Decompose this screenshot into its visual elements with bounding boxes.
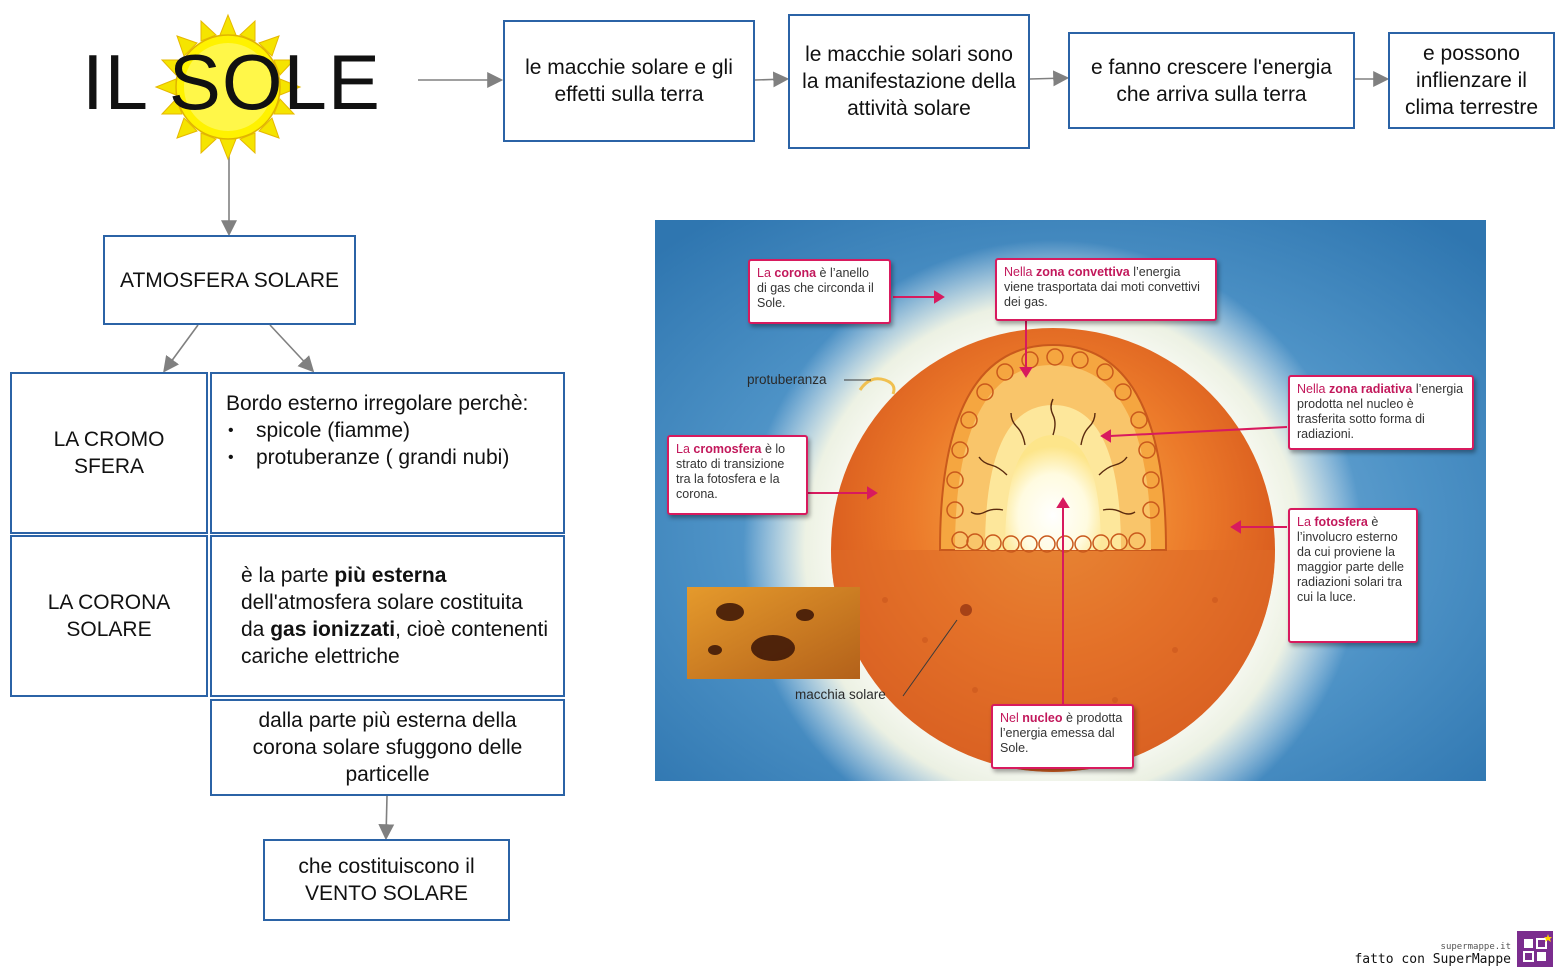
- footer-site: supermappe.it: [1440, 942, 1511, 952]
- callout-radiativa-post: l’energia prodotta nel nucleo è trasferi…: [1297, 382, 1464, 441]
- callout-cromosfera-post: è lo strato di transizione tra la fotosf…: [676, 442, 786, 501]
- footer-credit: fatto con SuperMappe: [1354, 952, 1511, 967]
- callout-cromosfera-bold: cromosfera: [693, 442, 762, 456]
- atmosfera-node[interactable]: ATMOSFERA SOLARE: [103, 235, 356, 325]
- bordo-bullets: spicole (fiamme) protuberanze ( grandi n…: [226, 417, 528, 471]
- corona-t1: è la parte: [241, 564, 335, 587]
- manifestazione-text: le macchie solari sono la manifestazione…: [802, 43, 1016, 120]
- manifestazione-node[interactable]: le macchie solari sono la manifestazione…: [788, 14, 1030, 149]
- bullet-spicole: spicole (fiamme): [226, 417, 528, 444]
- callout-fotosfera-pre: La: [1297, 515, 1315, 529]
- cromosfera-node[interactable]: LA CROMO SFERA: [10, 372, 208, 534]
- callout-convettiva: Nella zona convettiva l’energia viene tr…: [995, 258, 1217, 321]
- callout-nucleo: Nel nucleo è prodotta l’energia emessa d…: [991, 704, 1134, 769]
- callout-corona-post: è l’anello di gas che circonda il Sole.: [757, 266, 874, 310]
- callout-corona-bold: corona: [774, 266, 817, 280]
- arrow-manifestazione-to-energia: [1029, 70, 1070, 87]
- footer-branding[interactable]: supermappe.it fatto con SuperMappe: [1354, 931, 1553, 967]
- corona-t2: dell'atmosfera solare costituita da: [241, 591, 523, 641]
- supermappe-logo-icon: [1517, 931, 1553, 967]
- callout-convettiva-bold: zona convettiva: [1035, 265, 1130, 279]
- corona-b2: gas ionizzati: [270, 618, 396, 641]
- corona-label: LA CORONA SOLARE: [47, 591, 171, 641]
- clima-node[interactable]: e possono inflienzare il clima terrestre: [1388, 32, 1555, 129]
- bullet-protuberanze: protuberanze ( grandi nubi): [226, 444, 528, 471]
- callout-nucleo-pre: Nel: [1000, 711, 1023, 725]
- energia-node[interactable]: e fanno crescere l'energia che arriva su…: [1068, 32, 1355, 129]
- macchie-solari-text: le macchie solare e gli effetti sulla te…: [525, 56, 733, 106]
- bordo-esterno-node[interactable]: Bordo esterno irregolare perchè: spicole…: [210, 372, 565, 534]
- title-node[interactable]: IL SOLE: [60, 5, 410, 165]
- label-macchia-solare: macchia solare: [795, 687, 886, 702]
- callout-radiativa-pre: Nella: [1297, 382, 1329, 396]
- sun-structure-figure: protuberanza macchia solare La corona è …: [655, 220, 1486, 781]
- sun-icon: [154, 13, 302, 161]
- macchie-solari-node[interactable]: le macchie solare e gli effetti sulla te…: [503, 20, 755, 142]
- callout-cromosfera: La cromosfera è lo strato di transizione…: [667, 435, 808, 515]
- clima-text: e possono inflienzare il clima terrestre: [1404, 42, 1539, 119]
- arrow-particelle-to-vento: [378, 795, 395, 841]
- page-title: IL SOLE: [82, 38, 381, 126]
- arrow-atmosfera-to-cromosfera: [163, 324, 199, 373]
- corona-description-node[interactable]: è la parte più esterna dell'atmosfera so…: [210, 535, 565, 697]
- vento-solare-node[interactable]: che costituiscono il VENTO SOLARE: [263, 839, 510, 921]
- callout-nucleo-post: è prodotta l’energia emessa dal Sole.: [1000, 711, 1123, 755]
- label-protuberanza: protuberanza: [747, 372, 827, 387]
- arrow-macchie-to-manifestazione: [754, 71, 790, 88]
- callout-fotosfera-bold: fotosfera: [1314, 515, 1368, 529]
- particelle-text: dalla parte più esterna della corona sol…: [252, 709, 523, 786]
- particelle-node[interactable]: dalla parte più esterna della corona sol…: [210, 699, 565, 796]
- callout-convettiva-pre: Nella: [1004, 265, 1036, 279]
- callout-corona: La corona è l’anello di gas che circonda…: [748, 259, 891, 324]
- cromosfera-label: LA CROMO SFERA: [53, 428, 165, 478]
- corona-description: è la parte più esterna dell'atmosfera so…: [241, 562, 549, 670]
- corona-node[interactable]: LA CORONA SOLARE: [10, 535, 208, 697]
- callout-fotosfera: La fotosfera è l’involucro esterno da cu…: [1288, 508, 1418, 643]
- callout-nucleo-bold: nucleo: [1022, 711, 1063, 725]
- vento-solare-text: che costituiscono il VENTO SOLARE: [298, 855, 475, 905]
- energia-text: e fanno crescere l'energia che arriva su…: [1091, 55, 1332, 106]
- callout-radiativa-bold: zona radiativa: [1328, 382, 1413, 396]
- callout-fotosfera-post: è l’involucro esterno da cui proviene la…: [1297, 515, 1405, 604]
- corona-t3: , cioè contenenti cariche elettriche: [241, 618, 548, 668]
- footer-text: supermappe.it fatto con SuperMappe: [1354, 942, 1511, 967]
- atmosfera-text: ATMOSFERA SOLARE: [120, 268, 339, 292]
- callout-cromosfera-pre: La: [676, 442, 694, 456]
- corona-b1: più esterna: [334, 564, 447, 587]
- callout-radiativa: Nella zona radiativa l’energia prodotta …: [1288, 375, 1474, 450]
- callout-convettiva-post: l’energia viene trasportata dai moti con…: [1004, 265, 1200, 309]
- arrow-atmosfera-to-bordo: [269, 324, 315, 373]
- callout-corona-pre: La: [757, 266, 775, 280]
- bordo-intro: Bordo esterno irregolare perchè:: [226, 392, 529, 415]
